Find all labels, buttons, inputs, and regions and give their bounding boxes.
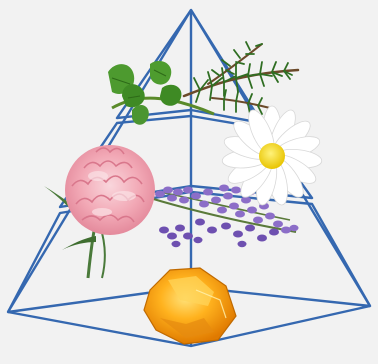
mint-icon	[108, 61, 214, 125]
carnation-icon	[44, 145, 155, 278]
pine-icon	[184, 42, 298, 114]
amber-icon	[144, 268, 236, 344]
